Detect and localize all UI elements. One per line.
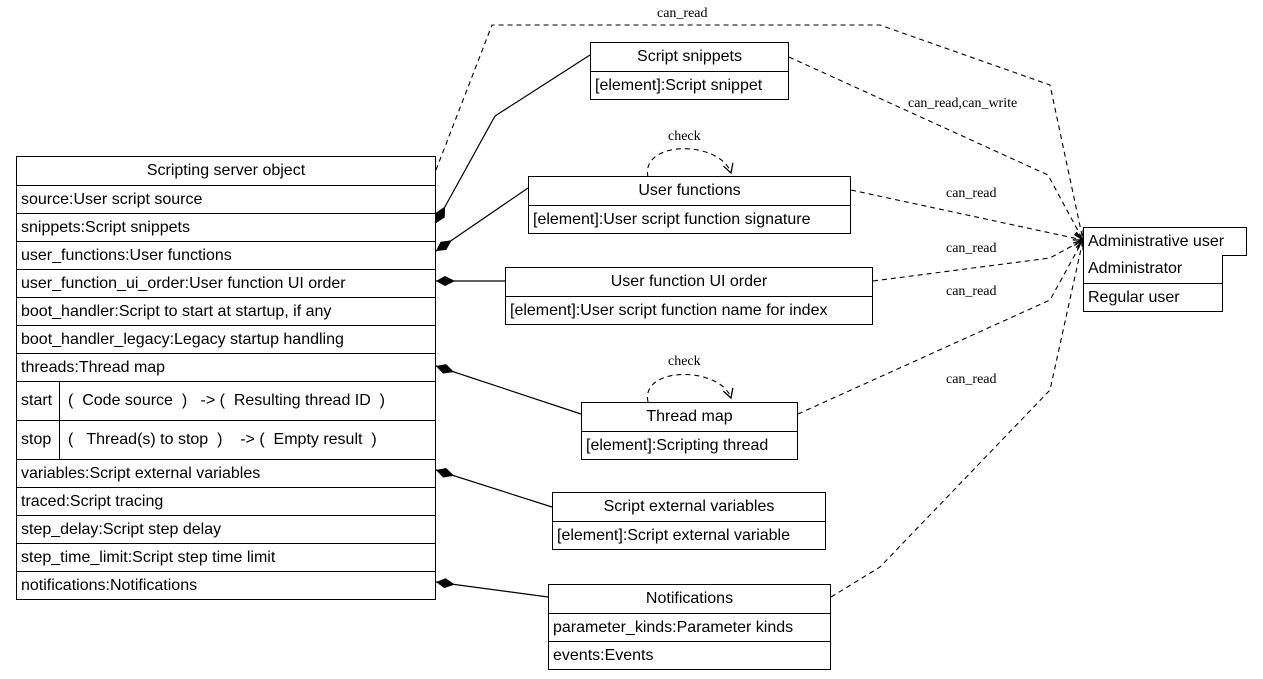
attr-user-function-ui-order: user_function_ui_order:User function UI … [17,269,435,297]
script-snippets-element: [element]:Script snippet [591,71,788,99]
edge-label-check-user-functions: check [668,129,701,144]
ui-order-title: User function UI order [610,273,768,290]
edge-variables [435,467,553,508]
attr-step-delay: step_delay:Script step delay [17,515,435,543]
notifications-parameter-kinds: parameter_kinds:Parameter kinds [549,613,830,641]
attr-step-time-limit: step_time_limit:Script step time limit [17,543,435,571]
edge-label-can-read-write: can_read,can_write [908,96,1018,111]
user-functions-title: User functions [638,182,741,199]
attr-source: source:User script source [17,185,435,213]
class-script-snippets: Script snippets [element]:Script snippet [590,42,789,100]
class-script-external-variables: Script external variables [element]:Scri… [552,492,826,550]
class-user-function-ui-order: User function UI order [element]:User sc… [505,267,873,325]
attr-variables: variables:Script external variables [17,459,435,487]
method-stop-signature: ( Thread(s) to stop ) -> ( Empty result … [68,431,377,448]
method-stop: stop ( Thread(s) to stop ) -> ( Empty re… [17,420,435,459]
edge-can-read-thread-map [797,238,1084,415]
role-administrative-user: Administrative user [1083,227,1247,256]
edge-check-user-functions [647,148,734,178]
edge-label-can-read-notifications: can_read [946,372,997,387]
script-snippets-title: Script snippets [637,48,742,65]
ui-order-element: [element]:User script function name for … [506,296,872,324]
attr-boot-handler-legacy: boot_handler_legacy:Legacy startup handl… [17,325,435,353]
role-administrator: Administrator [1088,260,1183,277]
class-thread-map: Thread map [element]:Scripting thread [581,402,798,460]
method-start-signature: ( Code source ) -> ( Resulting thread ID… [68,392,386,409]
edge-can-read-user-functions [850,189,1085,244]
class-user-functions: User functions [element]:User script fun… [528,176,851,234]
edge-can-read-top [435,24,1087,242]
variables-title: Script external variables [603,498,775,515]
attr-notifications: notifications:Notifications [17,571,435,599]
edge-label-check-thread-map: check [668,354,701,369]
notifications-events: events:Events [549,641,830,669]
edge-notifications [435,578,549,598]
thread-map-title: Thread map [646,408,733,425]
attr-user-functions: user_functions:User functions [17,241,435,269]
attr-snippets: snippets:Script snippets [17,213,435,241]
edge-can-read-write [788,56,1084,242]
edge-label-can-read-ui-order: can_read [946,241,997,256]
role-regular-user: Regular user [1084,283,1222,311]
edge-label-can-read-thread-map: can_read [946,284,997,299]
user-functions-element: [element]:User script function signature [529,205,850,233]
edge-check-thread-map [647,373,734,403]
role-administrative-user-label: Administrative user [1088,233,1225,250]
edge-snippets [435,54,591,224]
edge-user-functions [435,187,529,252]
attr-threads: threads:Thread map [17,353,435,381]
class-scripting-server-object: Scripting server object source:User scri… [16,156,436,600]
attr-traced: traced:Script tracing [17,487,435,515]
method-stop-name: stop [17,421,60,459]
edge-label-can-read-top: can_read [657,6,708,21]
edge-label-can-read-user-functions: can_read [946,186,997,201]
variables-element: [element]:Script external variable [553,521,825,549]
role-list: Administrator Regular user [1083,255,1223,312]
method-start: start ( Code source ) -> ( Resulting thr… [17,381,435,420]
attr-boot-handler: boot_handler:Script to start at startup,… [17,297,435,325]
edge-can-read-notifications [830,238,1087,598]
thread-map-element: [element]:Scripting thread [582,431,797,459]
class-title: Scripting server object [146,162,306,179]
edge-thread-map [435,364,582,415]
notifications-title: Notifications [645,590,734,607]
method-start-name: start [17,382,60,420]
class-notifications: Notifications parameter_kinds:Parameter … [548,584,831,670]
